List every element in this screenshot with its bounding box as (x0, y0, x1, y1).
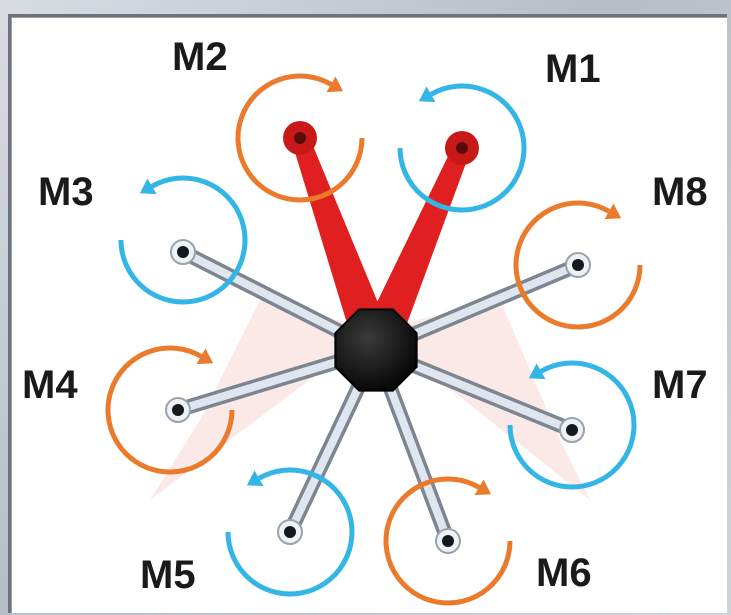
m5-rotation-ring (225, 467, 355, 597)
m1-rotation-ring (397, 83, 527, 213)
m7-rotation-arrow-icon (528, 363, 546, 380)
m1-label: M1 (545, 47, 601, 91)
m6-motor-hub (442, 535, 454, 547)
m5-rotation-arrow-icon (246, 470, 264, 487)
m8-rotation-arrow-icon (604, 203, 622, 220)
m1-motor-hub (456, 142, 468, 154)
front-sector-shading (150, 300, 590, 500)
m4-rotation-ring (105, 345, 235, 475)
m3-label: M3 (38, 170, 94, 214)
m7-label: M7 (652, 363, 708, 407)
m1-arm (357, 144, 471, 358)
m6-rotation-ring (383, 476, 513, 606)
m3-motor-hub (177, 246, 189, 258)
m6-rotation-arrow-icon (474, 479, 492, 496)
m4-rotation-arrow-icon (196, 348, 214, 365)
m2-label: M2 (172, 35, 228, 79)
m8-label: M8 (652, 170, 708, 214)
m8-rotation-ring (513, 200, 643, 330)
m8-motor-hub (572, 259, 584, 271)
m2-motor-hub (294, 132, 306, 144)
m1-rotation-arrow-icon (418, 86, 436, 103)
m4-label: M4 (22, 363, 78, 407)
m5-label: M5 (140, 553, 196, 597)
m3-rotation-arrow-icon (139, 178, 157, 195)
central-hub (334, 308, 418, 392)
m6-label: M6 (536, 551, 592, 595)
m3-rotation-ring (118, 175, 248, 305)
m4-motor-hub (172, 404, 184, 416)
m2-rotation-arrow-icon (326, 76, 344, 93)
m5-motor-hub (284, 526, 296, 538)
m7-motor-hub (566, 424, 578, 436)
m2-rotation-ring (235, 73, 365, 203)
m7-rotation-ring (507, 360, 637, 490)
m2-arm (291, 134, 395, 357)
